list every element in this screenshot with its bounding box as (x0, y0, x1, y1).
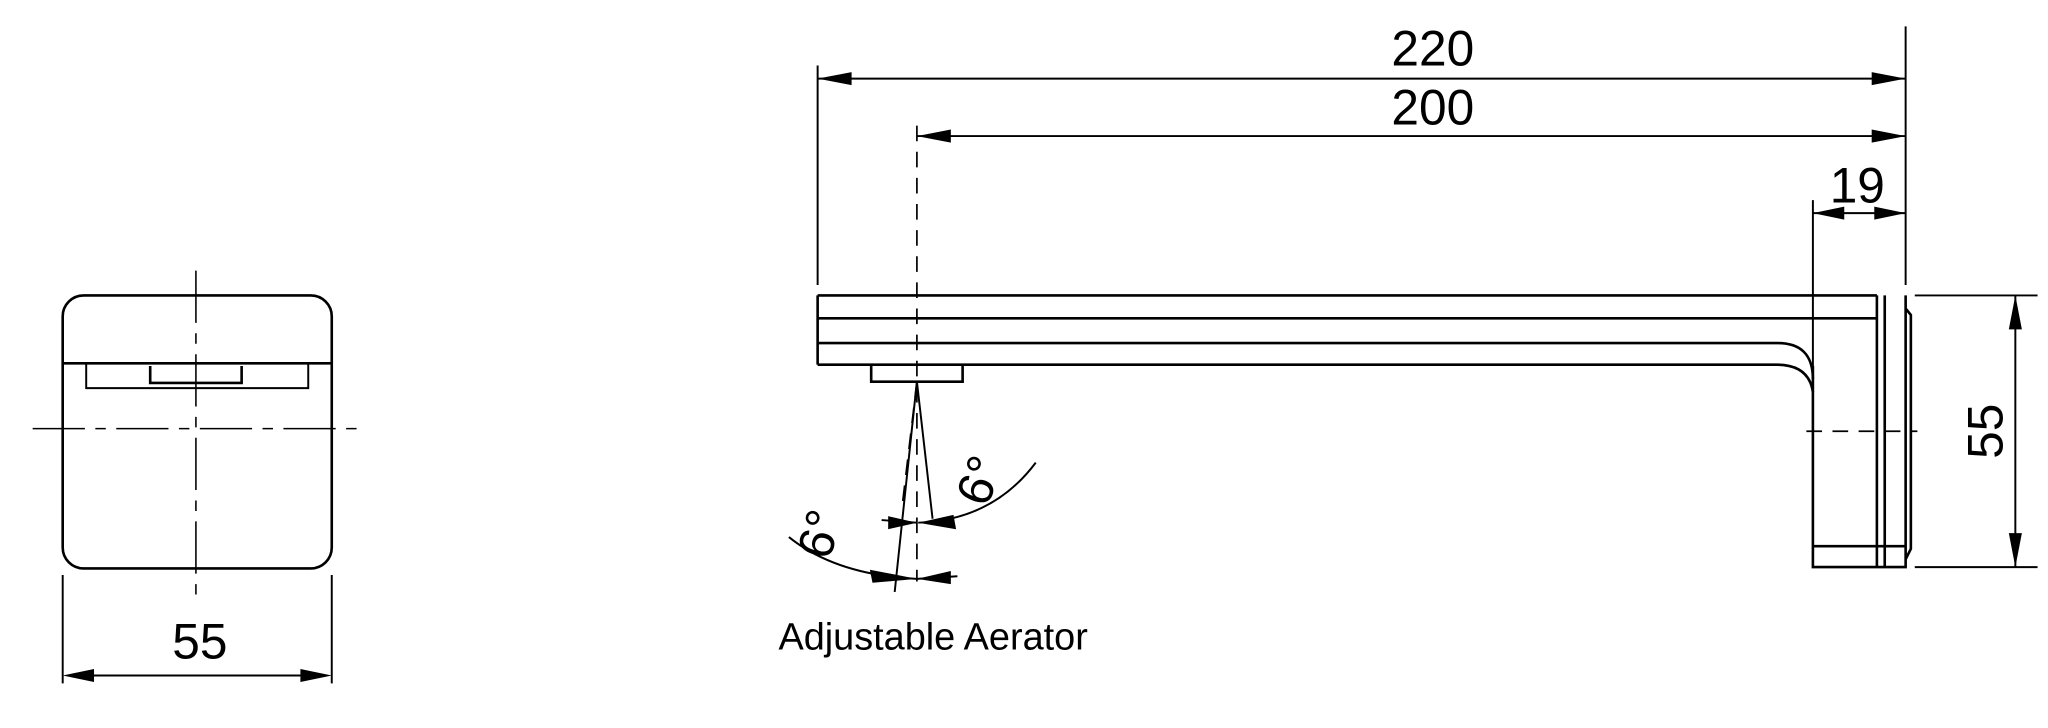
height-dimension: 55 (1957, 404, 2013, 459)
front-view: 55 (32, 270, 364, 684)
wall-plate-depth-dimension: 19 (1830, 158, 1885, 214)
aerator-label: Adjustable Aerator (778, 616, 1087, 658)
angle-right-label: 6° (945, 448, 1014, 512)
side-view: 6° 6° Adjustable Aerator 220 200 19 55 (778, 21, 2038, 658)
front-width-dimension: 55 (172, 614, 227, 670)
angle-left-label: 6° (786, 504, 852, 564)
spout-projection-dimension: 200 (1391, 79, 1474, 135)
overall-length-dimension: 220 (1391, 21, 1474, 77)
